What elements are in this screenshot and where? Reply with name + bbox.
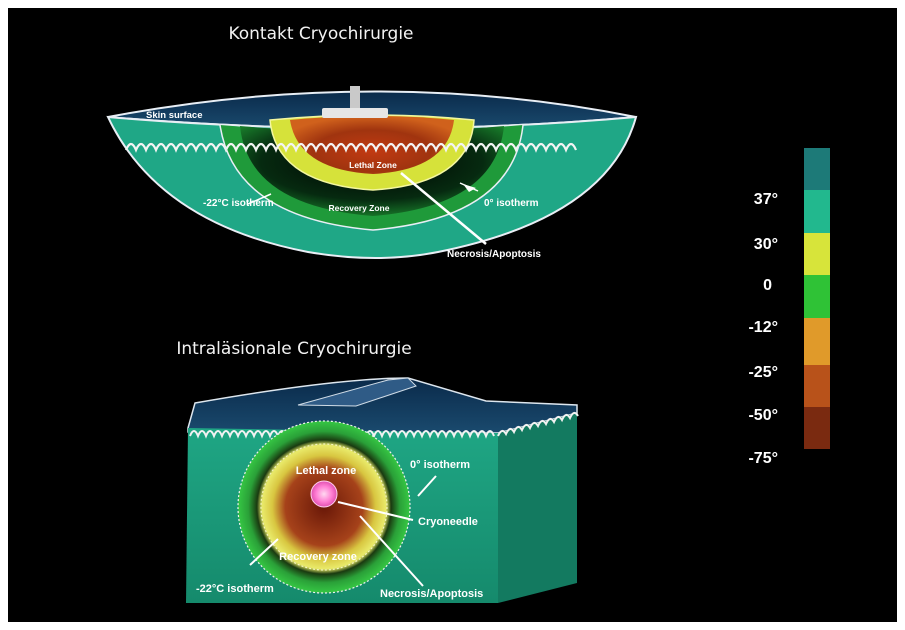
label-recovery-zone-lower: Recovery zone — [279, 551, 357, 563]
label-necrosis-apoptosis-lower: Necrosis/Apoptosis — [380, 588, 483, 600]
label-lethal-zone: Lethal Zone — [349, 160, 397, 170]
label-cryoneedle: Cryoneedle — [418, 516, 478, 528]
cryosurgery-diagram: Kontakt Cryochirurgie Intraläsionale Cry… — [8, 8, 897, 622]
scale-band-7 — [804, 407, 830, 449]
scale-band-6 — [804, 365, 830, 407]
scale-label-1: 37° — [754, 191, 778, 208]
label-skin-surface: Skin surface — [146, 110, 203, 121]
scale-band-2 — [804, 190, 830, 233]
scale-label-4: -12° — [748, 319, 778, 336]
scale-label-6: -50° — [748, 407, 778, 424]
label-zero-isotherm-lower: 0° isotherm — [410, 459, 470, 471]
cryoprobe-tip — [322, 108, 388, 118]
label-lethal-zone-lower: Lethal zone — [296, 465, 357, 477]
scale-band-5 — [804, 318, 830, 365]
scale-label-3: 0 — [763, 277, 772, 294]
scale-band-1 — [804, 148, 830, 190]
diagram-canvas: Kontakt Cryochirurgie Intraläsionale Cry… — [8, 8, 897, 622]
title-contact: Kontakt Cryochirurgie — [228, 24, 413, 44]
label-minus22-isotherm: -22°C isotherm — [203, 198, 274, 209]
title-intralesional: Intraläsionale Cryochirurgie — [176, 339, 411, 359]
intralesional-cryosurgery-illustration: Lethal zone 0° isotherm Cryoneedle Recov… — [186, 378, 578, 603]
block-side-face — [498, 413, 577, 603]
contact-cryosurgery-illustration: Skin surface Lethal Zone Recovery Zone -… — [108, 86, 636, 260]
label-zero-isotherm: 0° isotherm — [484, 198, 539, 209]
scale-band-4 — [804, 275, 830, 318]
scale-label-2: 30° — [754, 236, 778, 253]
temperature-scale: 37° 30° 0 -12° -25° -50° -75° — [748, 148, 830, 467]
cryoprobe-shaft — [350, 86, 360, 110]
label-necrosis-apoptosis: Necrosis/Apoptosis — [447, 249, 541, 260]
label-recovery-zone: Recovery Zone — [329, 203, 390, 213]
label-minus22-isotherm-lower: -22°C isotherm — [196, 583, 274, 595]
scale-band-3 — [804, 233, 830, 275]
cryoneedle-tip — [311, 481, 337, 507]
scale-label-5: -25° — [748, 364, 778, 381]
scale-label-7: -75° — [748, 450, 778, 467]
